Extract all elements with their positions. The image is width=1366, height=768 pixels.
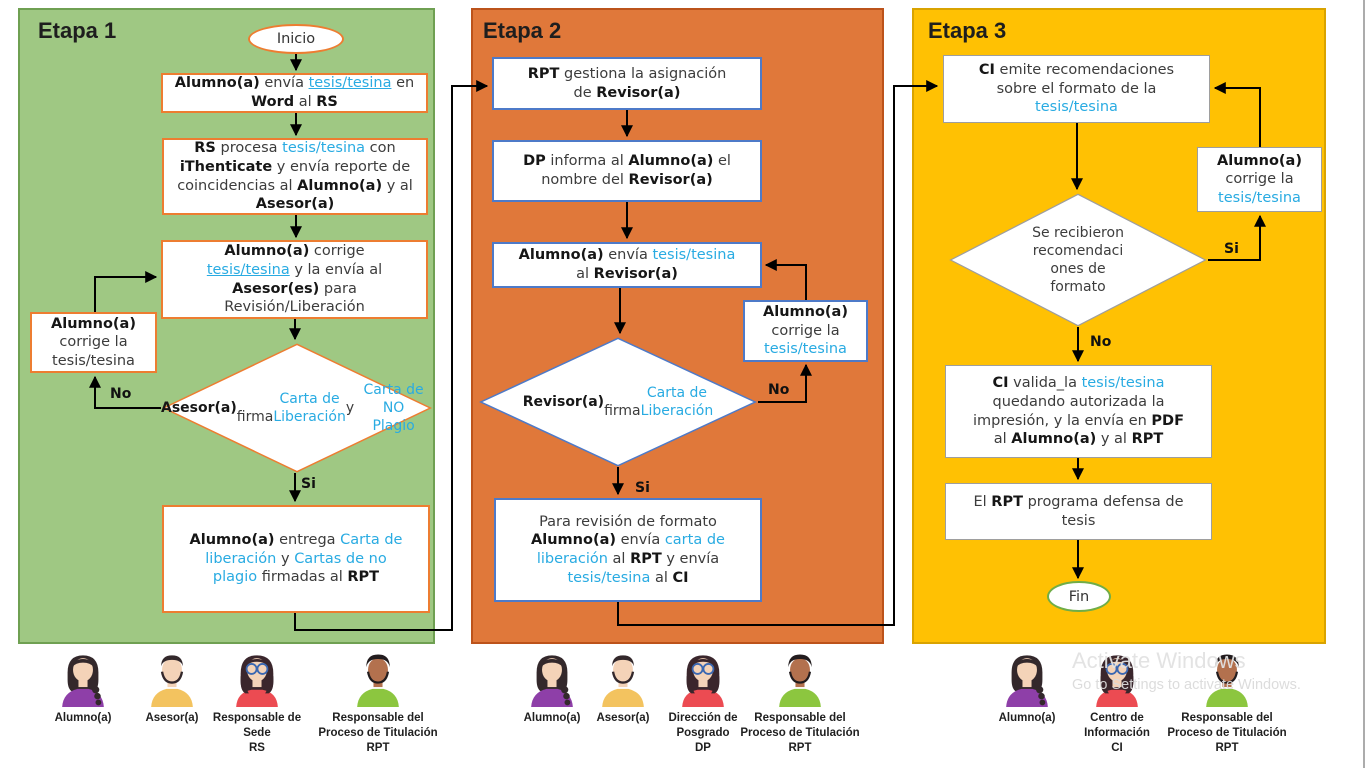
avatar-man-yellow-icon <box>594 648 652 708</box>
person-role: Dirección de Posgrado DP <box>668 712 738 754</box>
s1-box-envia-word: Alumno(a) envía tesis/tesina en Word al … <box>161 73 428 113</box>
avatar-man-green-icon <box>349 648 407 708</box>
s3-box-programa-defensa: El RPT programa defensa de tesis <box>945 483 1212 540</box>
s3-label-no: No <box>1090 334 1112 350</box>
s1-box-corrige-envia-asesor: Alumno(a) corrige tesis/tesina y la enví… <box>161 240 428 319</box>
person-alumno-g1: Alumno(a) <box>33 648 133 726</box>
person-asesor-g2: Asesor(a) <box>577 648 669 726</box>
s3-box-ci-valida: CI valida_la tesis/tesina quedando autor… <box>945 365 1212 458</box>
person-alumno-g2: Alumno(a) <box>506 648 598 726</box>
s3-label-si: Si <box>1224 241 1239 257</box>
s2-label-si: Si <box>635 480 650 496</box>
avatar-woman-purple-icon <box>998 648 1056 708</box>
person-direccion-posgrado-g2: Dirección de Posgrado DP <box>645 648 761 756</box>
avatar-man-green-icon <box>1198 648 1256 708</box>
stage2-title: Etapa 2 <box>483 18 562 43</box>
avatar-woman-glasses-icon <box>1088 648 1146 708</box>
s1-label-si: Si <box>301 476 316 492</box>
stage1-title: Etapa 1 <box>38 18 117 43</box>
s2-label-no: No <box>768 382 790 398</box>
s3-decision-recomendaciones: Se recibieron recomendaci ones de format… <box>948 193 1208 327</box>
avatar-woman-glasses-icon <box>674 648 732 708</box>
person-role: Alumno(a) <box>998 712 1056 724</box>
s1-box-entrega-cartas: Alumno(a) entrega Carta de liberación y … <box>162 505 430 613</box>
s1-box-ithenticate: RS procesa tesis/tesina con iThenticate … <box>162 138 428 215</box>
person-role: Alumno(a) <box>523 712 581 724</box>
person-role: Asesor(a) <box>596 712 650 724</box>
person-rpt-g1: Responsable del Proceso de Titulación RP… <box>305 648 451 756</box>
s2-box-alumno-corrige: Alumno(a) corrige la tesis/tesina <box>743 300 868 362</box>
s3-box-ci-recomendaciones: CI emite recomendaciones sobre el format… <box>943 55 1210 123</box>
person-role: Centro de Información CI <box>1084 712 1150 754</box>
s3-box-alumno-corrige: Alumno(a) corrige la tesis/tesina <box>1197 147 1322 212</box>
s1-label-no: No <box>110 386 132 402</box>
end-terminator: Fin <box>1047 581 1111 612</box>
start-terminator: Inicio <box>248 24 344 54</box>
s2-box-revision-formato: Para revisión de formato Alumno(a) envía… <box>494 498 762 602</box>
s2-decision-firma-carta: Revisor(a) firma Carta de Liberación <box>478 337 758 467</box>
avatar-woman-purple-icon <box>54 648 112 708</box>
person-role: Responsable del Proceso de Titulación RP… <box>318 712 438 754</box>
person-role: Responsable del Proceso de Titulación RP… <box>1167 712 1287 754</box>
person-rpt-g3: Responsable del Proceso de Titulación RP… <box>1154 648 1300 756</box>
person-role: Responsable del Proceso de Titulación RP… <box>740 712 860 754</box>
person-role: Alumno(a) <box>54 712 112 724</box>
screen-edge-divider <box>1363 0 1365 768</box>
avatar-woman-purple-icon <box>523 648 581 708</box>
person-responsable-sede-g1: Responsable de Sede RS <box>191 648 323 756</box>
s2-box-rpt-asignacion: RPT gestiona la asignación de Revisor(a) <box>492 57 762 110</box>
avatar-man-green-icon <box>771 648 829 708</box>
stage3-title: Etapa 3 <box>928 18 1007 43</box>
person-alumno-g3: Alumno(a) <box>977 648 1077 726</box>
s2-box-dp-informa: DP informa al Alumno(a) el nombre del Re… <box>492 140 762 202</box>
person-rpt-g2: Responsable del Proceso de Titulación RP… <box>727 648 873 756</box>
person-asesor-g1: Asesor(a) <box>126 648 218 726</box>
s1-decision-firma-cartas: Asesor(a) firma Carta de Liberación y Ca… <box>161 343 433 473</box>
s1-box-alumno-corrige: Alumno(a) corrige la tesis/tesina <box>30 312 157 373</box>
s2-box-envia-revisor: Alumno(a) envía tesis/tesina al Revisor(… <box>492 242 762 288</box>
person-role: Responsable de Sede RS <box>212 712 302 754</box>
avatar-woman-glasses-icon <box>228 648 286 708</box>
person-centro-informacion-g3: Centro de Información CI <box>1059 648 1175 756</box>
person-role: Asesor(a) <box>145 712 199 724</box>
